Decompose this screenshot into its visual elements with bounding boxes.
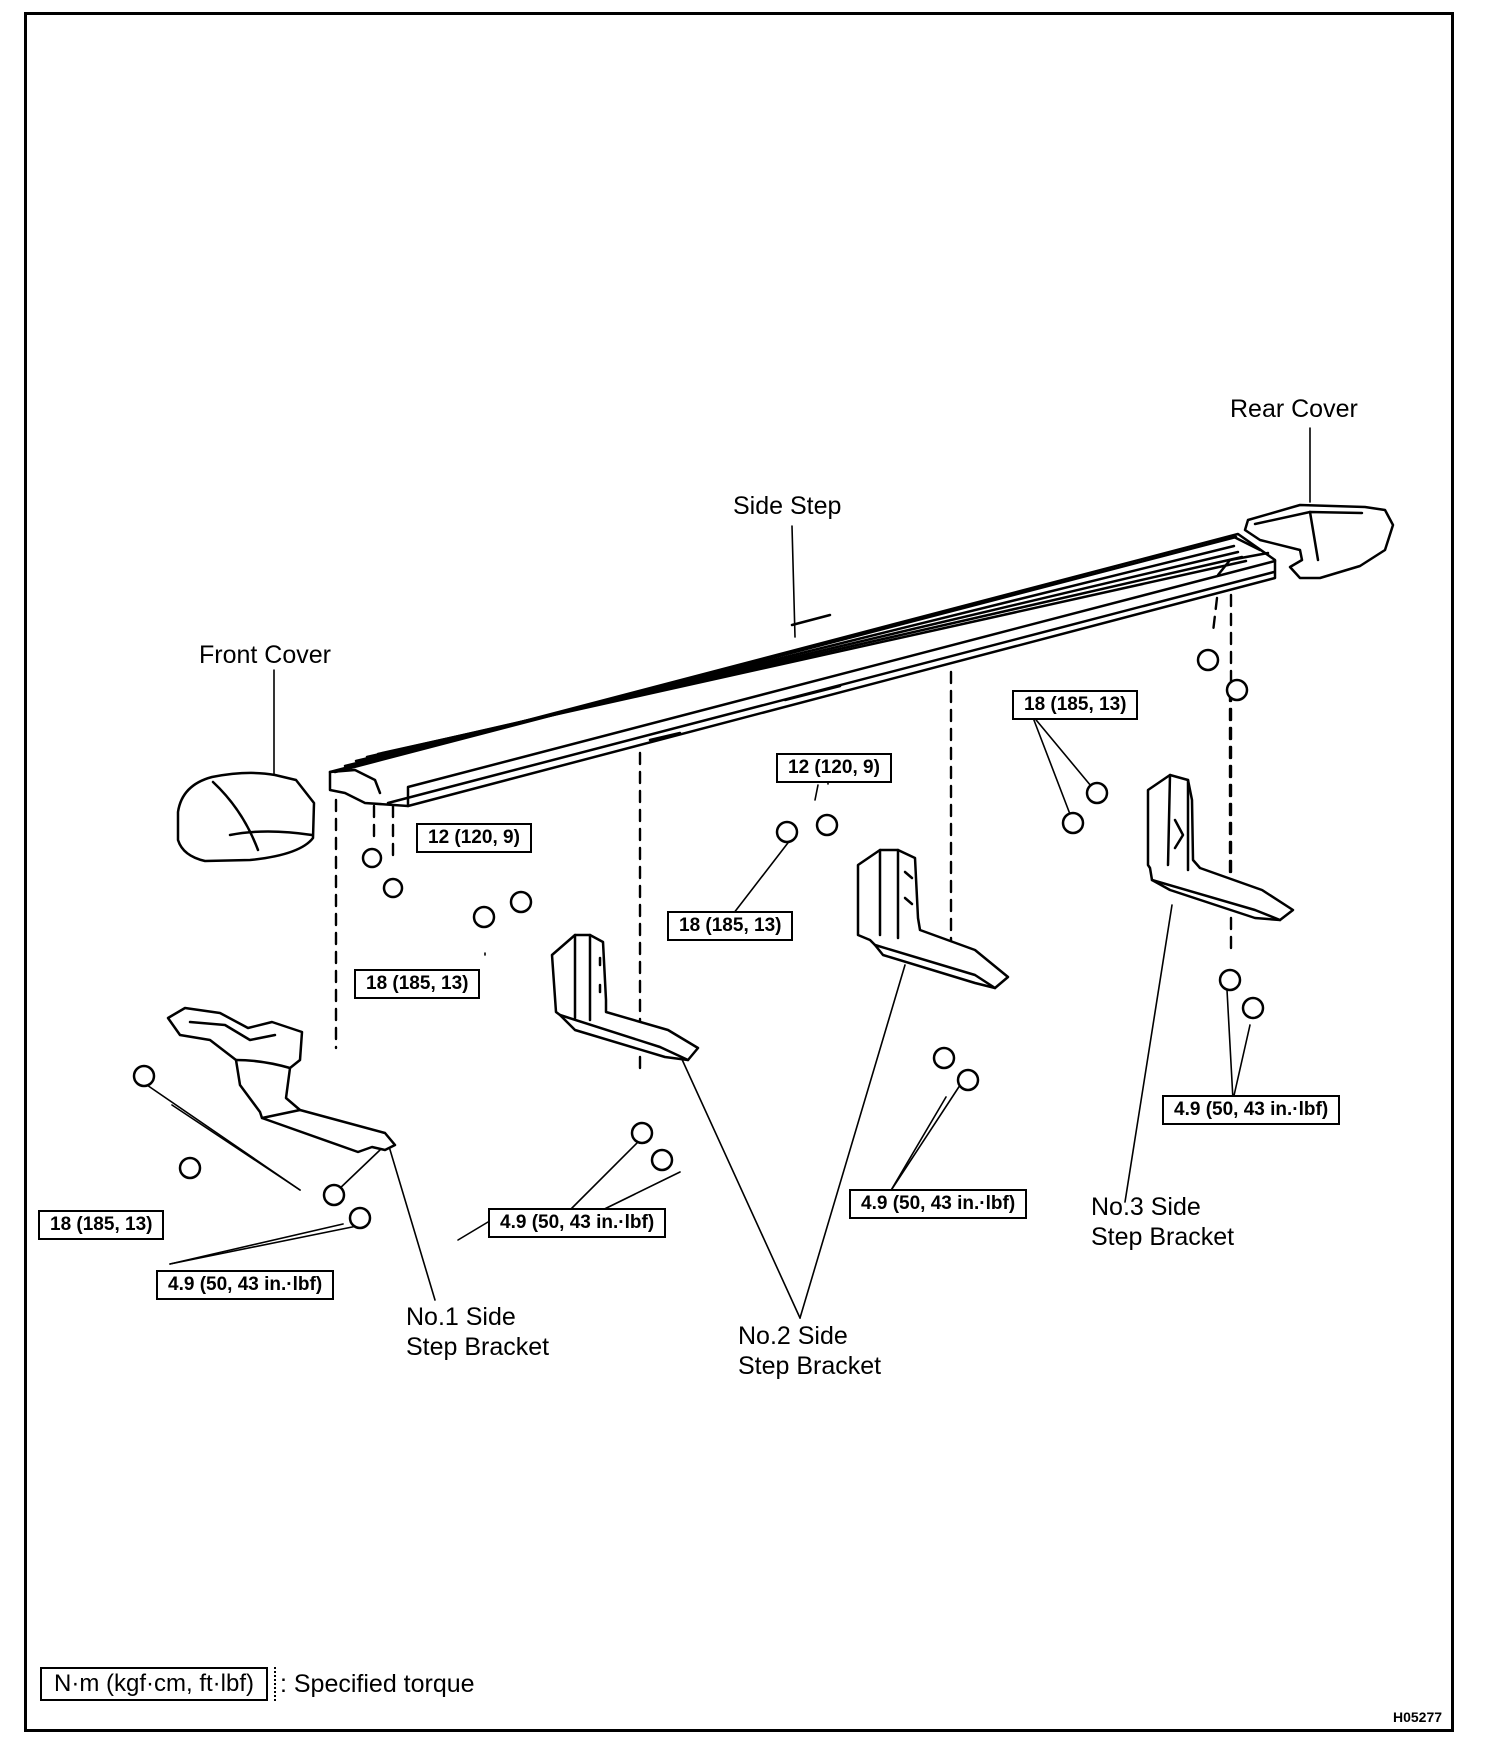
torque-legend: N·m (kgf·cm, ft·lbf) : Specified torque bbox=[40, 1667, 475, 1701]
no1-bracket-label: No.1 Side Step Bracket bbox=[406, 1302, 549, 1362]
torque-box-12-center: 12 (120, 9) bbox=[776, 753, 892, 783]
torque-box-4-9-no2-right: 4.9 (50, 43 in.·lbf) bbox=[849, 1189, 1028, 1219]
rear-cover-label: Rear Cover bbox=[1230, 395, 1358, 423]
torque-box-18-right: 18 (185, 13) bbox=[1012, 690, 1139, 720]
no3-bracket-label-line1: No.3 Side bbox=[1091, 1193, 1201, 1221]
no3-bracket bbox=[1146, 773, 1295, 922]
no2-bracket-right bbox=[856, 848, 1010, 990]
side-step-rail bbox=[328, 532, 1277, 808]
no3-bracket-label-line2: Step Bracket bbox=[1091, 1223, 1235, 1251]
side-step-label: Side Step bbox=[733, 492, 842, 520]
alignment-lines bbox=[334, 593, 1233, 1074]
legend-separator bbox=[273, 1667, 278, 1701]
no2-bracket-label: No.2 Side Step Bracket bbox=[738, 1321, 881, 1381]
torque-box-4-9-no2-left: 4.9 (50, 43 in.·lbf) bbox=[488, 1208, 667, 1238]
no1-bracket-label-line1: No.1 Side bbox=[406, 1303, 516, 1331]
legend-description: : Specified torque bbox=[279, 1669, 475, 1698]
no2-bracket-label-line1: No.2 Side bbox=[738, 1322, 848, 1350]
torque-box-18-center: 18 (185, 13) bbox=[667, 911, 794, 941]
torque-box-4-9-no3: 4.9 (50, 43 in.·lbf) bbox=[1162, 1095, 1341, 1125]
diagram-frame bbox=[24, 12, 1454, 1732]
no1-bracket-label-line2: Step Bracket bbox=[406, 1333, 550, 1361]
no3-bracket-label: No.3 Side Step Bracket bbox=[1091, 1192, 1234, 1252]
torque-box-12-left: 12 (120, 9) bbox=[416, 823, 532, 853]
bolts bbox=[132, 648, 1265, 1230]
torque-box-18-left: 18 (185, 13) bbox=[354, 969, 481, 999]
no2-bracket-left bbox=[550, 933, 700, 1062]
front-cover bbox=[176, 771, 316, 863]
leader-lines bbox=[143, 427, 1311, 1319]
no2-bracket-label-line2: Step Bracket bbox=[738, 1352, 882, 1380]
front-cover-label: Front Cover bbox=[199, 641, 331, 669]
torque-box-18-bottom-left: 18 (185, 13) bbox=[38, 1210, 165, 1240]
figure-code: H05277 bbox=[1393, 1709, 1443, 1725]
torque-box-4-9-no1: 4.9 (50, 43 in.·lbf) bbox=[156, 1270, 335, 1300]
rear-cover bbox=[1243, 503, 1395, 580]
no1-bracket bbox=[166, 1006, 397, 1154]
legend-unit-box: N·m (kgf·cm, ft·lbf) bbox=[40, 1667, 268, 1701]
